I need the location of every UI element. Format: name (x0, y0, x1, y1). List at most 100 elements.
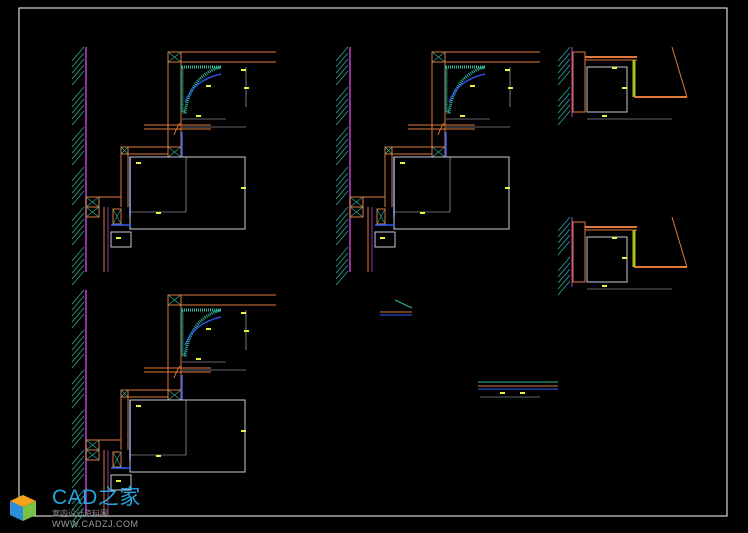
wall-hatch (71, 295, 85, 311)
wall-hatch (71, 212, 85, 228)
wall-hatch (557, 92, 571, 108)
wall-hatch (71, 301, 85, 317)
wall-hatch (71, 172, 85, 188)
dimension-box (110, 231, 132, 248)
watermark-title: CAD之家 (52, 486, 141, 509)
watermark-subtitle: 室内设计资料网 (52, 509, 108, 518)
wall-hatch (71, 52, 85, 68)
timber-cross (431, 51, 446, 63)
wall-hatch (557, 86, 571, 102)
dimension-box (374, 231, 396, 248)
wall-hatch (335, 58, 349, 74)
wall-hatch (335, 246, 349, 262)
wall-hatch (71, 501, 85, 517)
wall-hatch (71, 381, 85, 397)
timber-cross (349, 206, 364, 218)
wall-hatch (335, 252, 349, 268)
dimension-box (129, 399, 246, 473)
wall-hatch (71, 58, 85, 74)
timber-block (376, 208, 386, 225)
dimension-text (470, 85, 475, 87)
watermark-logo: CAD之家 室内设计资料网 WWW.CADZJ.COM (6, 487, 156, 531)
timber-cross (85, 196, 100, 208)
wall-hatch (335, 166, 349, 182)
wall-hatch (71, 393, 85, 409)
dimension-text (196, 115, 201, 117)
timber-block (120, 146, 129, 155)
drawing-frame (18, 7, 728, 517)
wall-hatch (71, 252, 85, 268)
wall-hatch (71, 507, 85, 523)
dimension-text (116, 480, 121, 482)
dimension-text (500, 392, 505, 394)
cornice-profile (184, 316, 222, 346)
timber-cross (349, 196, 364, 208)
wall-hatch (71, 433, 85, 449)
wall-hatch (335, 206, 349, 222)
wall-hatch (335, 86, 349, 102)
dimension-text (602, 115, 607, 117)
cornice-moulding (180, 65, 222, 114)
wall-hatch (71, 461, 85, 477)
wall-hatch (71, 421, 85, 437)
wall-hatch (557, 240, 571, 256)
dimension-text (116, 237, 121, 239)
hatch-line (394, 299, 413, 309)
wall-hatch (71, 264, 85, 280)
wall-hatch (335, 264, 349, 280)
wall-hatch (71, 387, 85, 403)
wall-hatch (71, 513, 85, 529)
timber-cross (85, 206, 100, 218)
dimension-text (244, 330, 249, 332)
wall-hatch (71, 495, 85, 511)
wall-hatch (71, 307, 85, 323)
wall-hatch (71, 467, 85, 483)
wall-board (572, 51, 586, 113)
wall-hatch (335, 126, 349, 142)
timber-block (349, 206, 364, 218)
dimension-text (508, 87, 513, 89)
ceiling-step-detail (71, 289, 276, 529)
dimension-text (244, 87, 249, 89)
timber-cross (167, 294, 182, 306)
wall-hatch (71, 341, 85, 357)
wall-hatch (71, 415, 85, 431)
wall-hatch (557, 58, 571, 74)
wall-hatch (557, 234, 571, 250)
timber-cross (120, 146, 129, 155)
dimension-text (400, 162, 405, 164)
dimension-text (622, 257, 627, 259)
break-mark (173, 122, 181, 136)
wall-hatch (557, 104, 571, 120)
wall-hatch (71, 218, 85, 234)
timber-block (431, 51, 446, 63)
wall-hatch (335, 92, 349, 108)
wall-hatch (71, 86, 85, 102)
wall-hatch (71, 427, 85, 443)
timber-cross (120, 389, 129, 398)
wall-hatch (71, 329, 85, 345)
timber-cross (112, 208, 122, 225)
wall-hatch (557, 222, 571, 238)
wall-hatch (335, 104, 349, 120)
wall-hatch (71, 184, 85, 200)
wall-hatch (335, 144, 349, 160)
wall-hatch (71, 335, 85, 351)
wall-hatch (335, 258, 349, 274)
wall-hatch (71, 70, 85, 86)
dimension-text (136, 162, 141, 164)
dimension-text (520, 392, 525, 394)
break-line (671, 46, 688, 98)
wall-hatch (557, 46, 571, 62)
timber-cross (85, 449, 100, 461)
wall-hatch (557, 216, 571, 232)
wall-hatch (335, 132, 349, 148)
wall-hatch (557, 64, 571, 80)
dimension-text (156, 455, 161, 457)
wall-hatch (335, 52, 349, 68)
wall-hatch (335, 270, 349, 286)
wall-hatch (71, 46, 85, 62)
wall-hatch (335, 184, 349, 200)
wall-hatch (557, 256, 571, 272)
